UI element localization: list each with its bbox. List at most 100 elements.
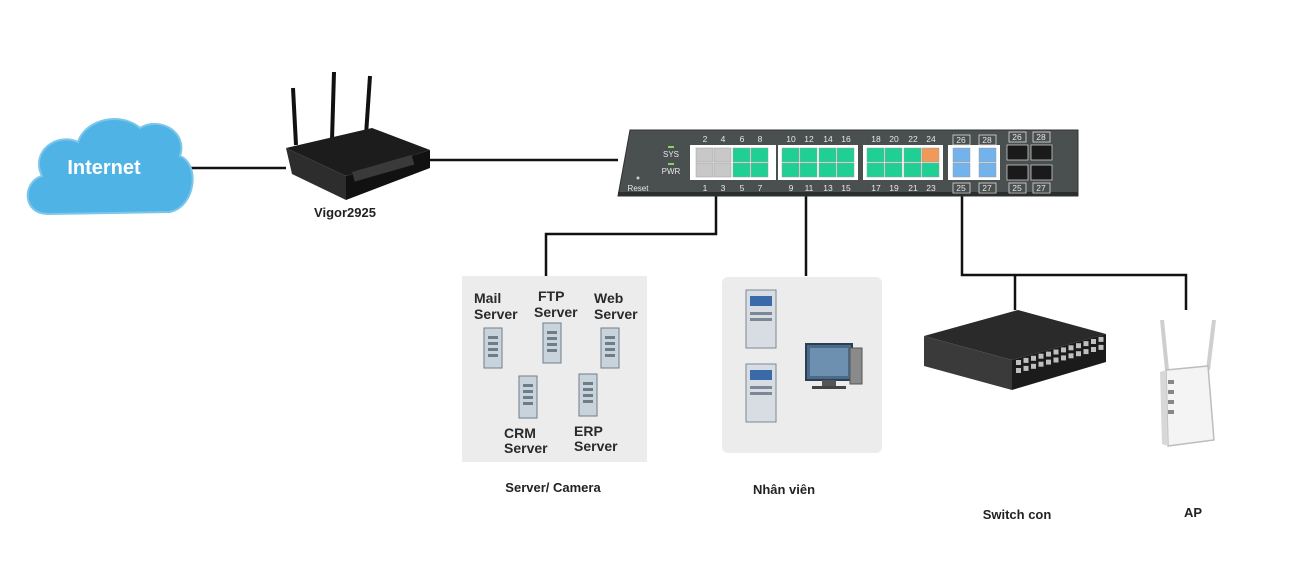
server-vent: [583, 382, 593, 385]
port-number: 25: [1012, 183, 1022, 193]
server-vent: [583, 388, 593, 391]
port-number: 27: [982, 183, 992, 193]
port-number: 28: [982, 135, 992, 145]
router-device: Vigor2925: [286, 71, 430, 220]
port-number: 11: [805, 183, 814, 193]
sys-label: SYS: [663, 150, 679, 159]
sub-switch-port: [1083, 341, 1089, 347]
access-point-device: [1160, 319, 1216, 447]
sub-switch-port: [1053, 349, 1059, 355]
sub-switch-device: [924, 310, 1106, 390]
sub-switch-port: [1098, 336, 1104, 342]
internet-cloud: Internet: [26, 118, 194, 216]
ethernet-port: [903, 162, 922, 178]
ethernet-port: [695, 162, 714, 178]
port-number: 21: [908, 183, 918, 193]
port-number: 20: [889, 134, 899, 144]
sub-switch-port: [1068, 353, 1074, 359]
sub-switch-port: [1053, 357, 1059, 363]
port-number: 6: [740, 134, 745, 144]
tower-slot: [750, 312, 772, 315]
sub-switch-port: [1046, 351, 1051, 357]
ethernet-port: [781, 147, 800, 163]
sub-switch-port: [1038, 353, 1044, 359]
sub-switch-port: [1076, 351, 1081, 357]
main-switch: SYS PWR Reset 2 4 6 8 10 12 14 16 18 20 …: [617, 129, 1079, 197]
port-number: 16: [841, 134, 851, 144]
pc-monitor-icon: [805, 343, 863, 389]
internet-label: Internet: [67, 157, 141, 179]
bottom-port-numbers: 1 3 5 7 9 11 13 15 17 19 21 23: [703, 183, 936, 193]
drive-bay: [750, 370, 772, 380]
port-number: 2: [703, 134, 708, 144]
port-number: 7: [758, 183, 763, 193]
sub-switch-ports: [1016, 336, 1104, 373]
sub-switch-port: [1068, 345, 1074, 351]
combo-port: [952, 162, 971, 178]
port-number: 12: [804, 134, 814, 144]
pwr-label: PWR: [662, 167, 681, 176]
port-number: 18: [871, 134, 881, 144]
port-number: 15: [841, 183, 851, 193]
sub-switch-port: [1076, 343, 1081, 349]
ethernet-port: [713, 162, 732, 178]
server-vent: [523, 396, 533, 399]
sub-switch-port: [1061, 355, 1066, 361]
port-number: 26: [956, 135, 966, 145]
tower-slot: [750, 318, 772, 321]
sub-switch-port: [1031, 363, 1036, 369]
server-vent: [583, 400, 593, 403]
server-vent: [547, 331, 557, 334]
port-number: 17: [871, 183, 881, 193]
server-vent: [523, 384, 533, 387]
port-number: 1: [703, 183, 708, 193]
port-number: 23: [926, 183, 936, 193]
ethernet-port: [695, 147, 714, 163]
ethernet-port: [750, 147, 769, 163]
port-number: 5: [740, 183, 745, 193]
ethernet-port: [818, 162, 837, 178]
ethernet-port: [799, 162, 818, 178]
server-vent: [488, 348, 498, 351]
combo-port: [978, 147, 997, 163]
sub-switch-port: [1016, 360, 1021, 365]
ethernet-port: [884, 147, 903, 163]
ethernet-port: [866, 147, 885, 163]
ethernet-port: [750, 162, 769, 178]
staff-towers: [745, 289, 777, 423]
port-number: 27: [1036, 183, 1046, 193]
server-vent: [488, 342, 498, 345]
staff-panel: [722, 277, 882, 453]
sub-switch-port: [1023, 365, 1029, 371]
server-camera-label: Server/ Camera: [505, 480, 601, 495]
server-vent: [605, 342, 615, 345]
sub-switch-port: [1031, 355, 1036, 361]
port-number: 9: [789, 183, 794, 193]
server-vent: [523, 402, 533, 405]
ethernet-port: [732, 147, 751, 163]
server-towers: [483, 322, 620, 419]
ethernet-port: [836, 162, 855, 178]
sub-switch-label: Switch con: [983, 507, 1052, 522]
combo-port: [952, 147, 971, 163]
tower-slot: [750, 386, 772, 389]
port-number: 25: [956, 183, 966, 193]
ethernet-port: [884, 162, 903, 178]
port-number: 4: [721, 134, 726, 144]
ethernet-port: [781, 162, 800, 178]
server-vent: [523, 390, 533, 393]
switch-ports: [695, 147, 997, 178]
sub-switch-port: [1098, 344, 1104, 350]
ethernet-port: [732, 162, 751, 178]
sub-switch-port: [1061, 347, 1066, 353]
port-number: 22: [908, 134, 918, 144]
sub-switch-port: [1038, 361, 1044, 367]
link-switch-sub-devices: [960, 196, 1188, 310]
reset-label: Reset: [628, 184, 650, 193]
